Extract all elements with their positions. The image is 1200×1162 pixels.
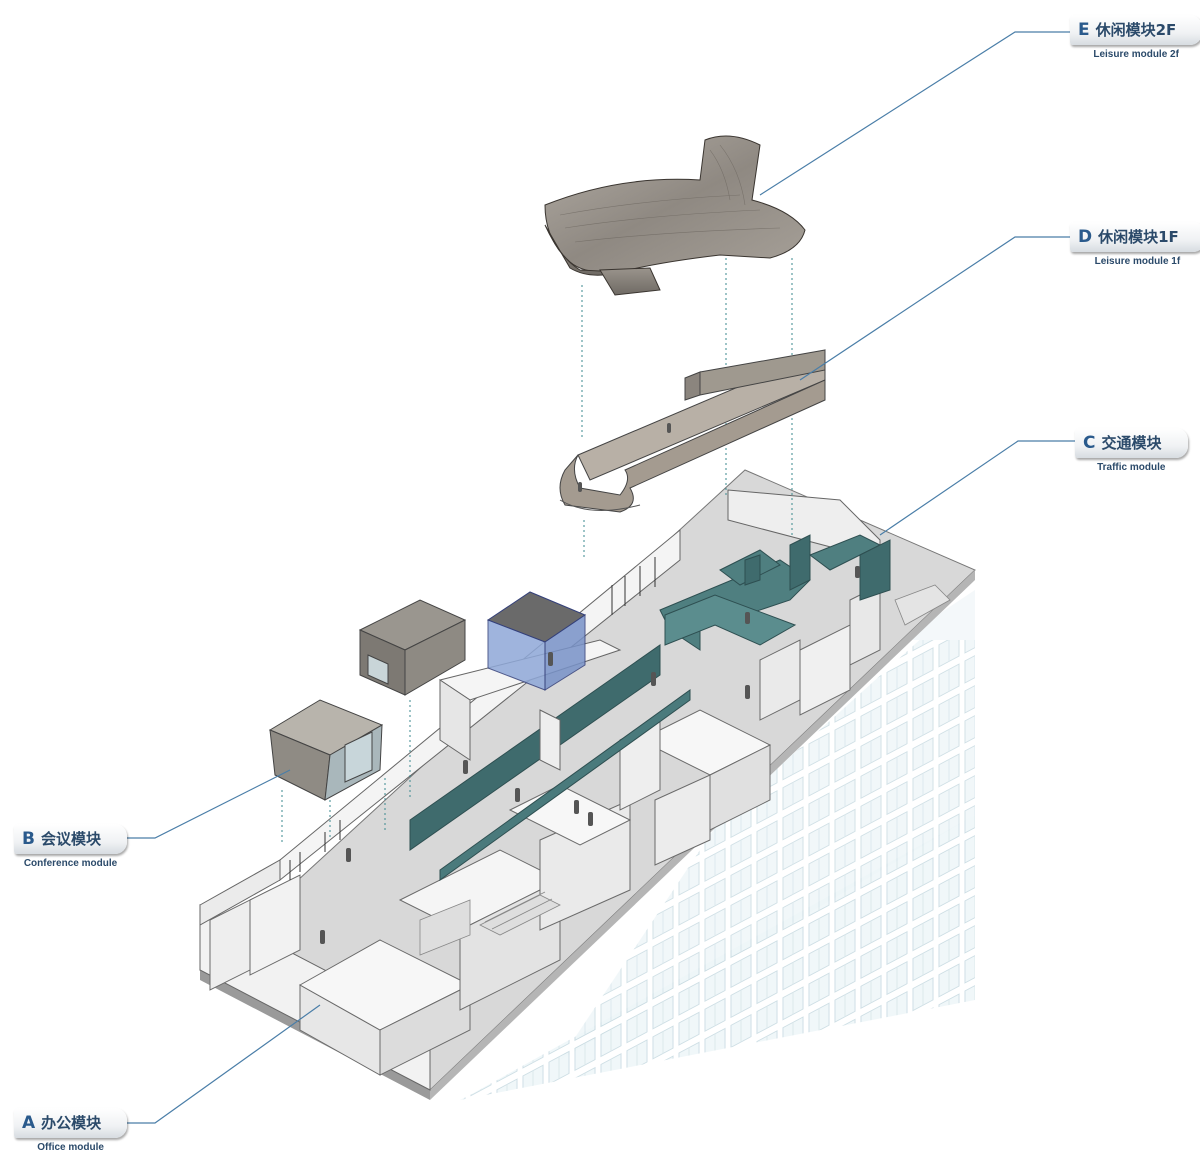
- module-tag-e: E 休闲模块2F: [1070, 15, 1200, 45]
- module-label-c: C 交通模块 Traffic module: [1075, 428, 1188, 473]
- window-strips: [289, 557, 656, 880]
- module-letter: D: [1078, 227, 1093, 247]
- module-name-en: Leisure module 2f: [1093, 49, 1179, 60]
- conference-pod-glass: [486, 591, 587, 691]
- staircases: [419, 584, 951, 956]
- module-name-cn: 会议模块: [40, 830, 101, 848]
- module-label-b: B 会议模块 Conference module: [14, 824, 127, 869]
- module-letter: B: [22, 829, 35, 849]
- module-label-e: E 休闲模块2F Leisure module 2f: [1070, 15, 1200, 60]
- leisure-module-2f: [544, 135, 806, 296]
- module-tag-b: B 会议模块: [14, 824, 127, 854]
- conference-pod-1: [268, 699, 384, 801]
- module-letter: A: [22, 1113, 36, 1133]
- module-name-en: Office module: [37, 1142, 104, 1153]
- module-name-cn: 办公模块: [41, 1114, 102, 1132]
- module-letter: C: [1083, 433, 1096, 453]
- module-name-cn: 休闲模块1F: [1098, 228, 1179, 246]
- module-name-cn: 休闲模块2F: [1095, 21, 1177, 39]
- people-figures: [320, 423, 860, 944]
- projection-lines: [281, 258, 793, 845]
- module-name-en: Traffic module: [1097, 462, 1166, 473]
- module-tag-d: D 休闲模块1F: [1070, 222, 1200, 252]
- conference-pod-2: [358, 599, 467, 696]
- office-rooms: [209, 584, 881, 1076]
- module-name-en: Leisure module 1f: [1094, 256, 1181, 267]
- leader-lines: [120, 31, 1075, 1124]
- module-name-cn: 交通模块: [1101, 434, 1162, 452]
- module-label-d: D 休闲模块1F Leisure module 1f: [1070, 222, 1200, 267]
- module-label-a: A 办公模块 Office module: [14, 1108, 128, 1153]
- leisure-module-1f: [559, 349, 826, 513]
- module-tag-c: C 交通模块: [1075, 428, 1188, 458]
- module-letter: E: [1078, 20, 1090, 40]
- module-tag-a: A 办公模块: [14, 1108, 128, 1138]
- module-name-en: Conference module: [23, 858, 118, 869]
